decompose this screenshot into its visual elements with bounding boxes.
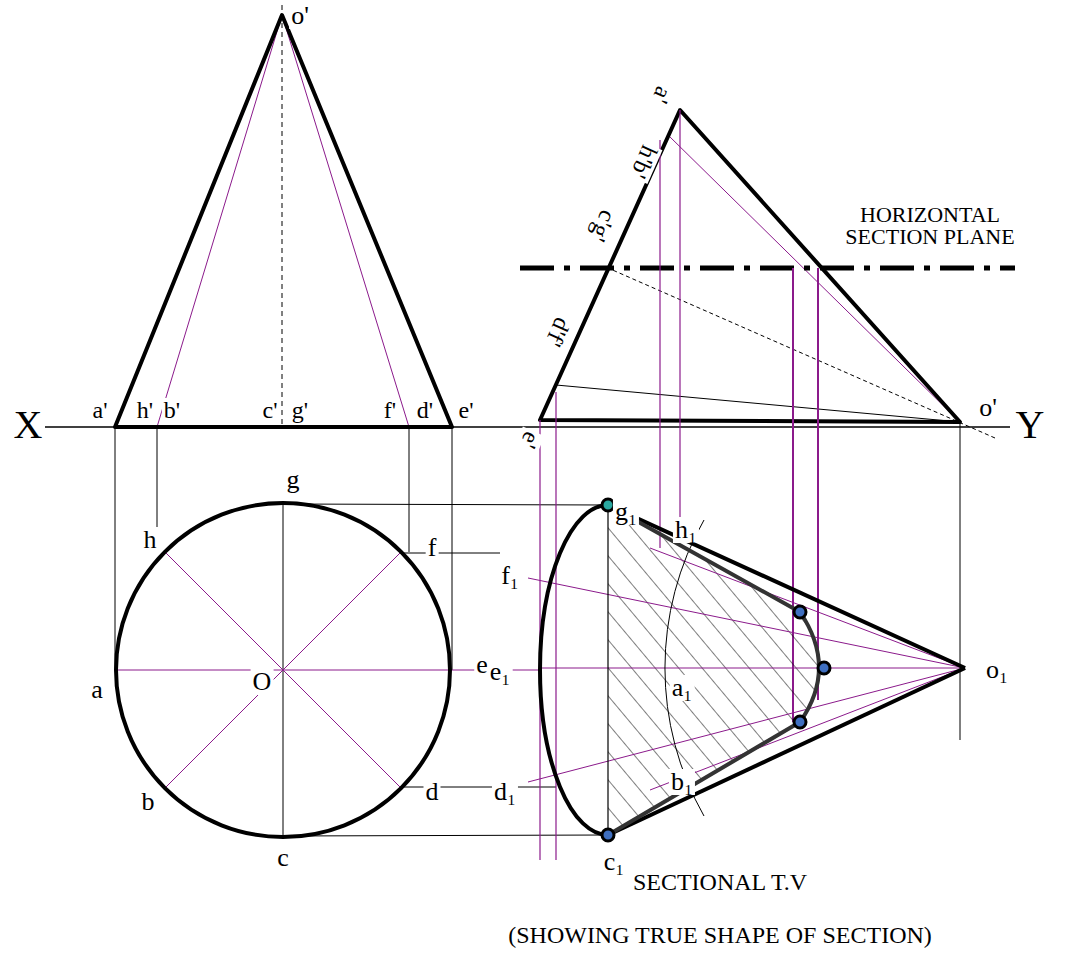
point-label: e' <box>457 398 476 422</box>
vertical-projectors <box>540 110 818 860</box>
point-label: d'f' <box>540 312 575 352</box>
point-label: c' <box>261 398 280 422</box>
point-label: g' <box>290 398 310 422</box>
generator-lines <box>157 15 409 427</box>
apex-projector <box>960 422 961 740</box>
point-label: o' <box>977 395 999 421</box>
axis-line <box>282 5 283 427</box>
circle-divisions <box>115 504 540 836</box>
point-label: f' <box>382 398 398 422</box>
point-label: Y <box>1014 405 1047 445</box>
base-circle <box>116 503 450 837</box>
point-label: g <box>285 467 302 493</box>
horizontal-projectors <box>283 504 608 836</box>
point-label: d₁ <box>492 779 518 805</box>
point-label: h <box>142 527 159 553</box>
section-outline <box>608 505 819 835</box>
point-label: o' <box>289 3 311 29</box>
point-label: d <box>424 779 441 805</box>
point-label: f <box>426 535 439 561</box>
point-label: f₁ <box>499 563 521 589</box>
point-label: e₁ <box>488 659 513 685</box>
caption-text: SECTIONAL T.V <box>631 870 809 894</box>
point-label: h₁ <box>673 517 699 543</box>
cut-line <box>607 505 608 835</box>
point-label: a' <box>91 398 110 422</box>
point-label: a' <box>647 81 677 108</box>
point-label: h'b' <box>626 140 663 183</box>
tilted-cone-top-view <box>608 505 965 835</box>
point-label: o₁ <box>984 657 1010 683</box>
point-label: c₁ <box>602 849 627 875</box>
point-label: h' <box>135 398 155 422</box>
point-label: g₁ <box>613 499 639 525</box>
cone-front-view <box>115 15 452 427</box>
point-label: d' <box>415 398 435 422</box>
point-label: b' <box>162 398 182 422</box>
point-label: X <box>12 405 45 445</box>
base-ellipse <box>540 505 608 835</box>
point-label: a <box>89 677 105 703</box>
point-label: O <box>251 669 274 695</box>
point-label: b₁ <box>669 769 695 795</box>
tilted-generators <box>556 135 995 438</box>
point-label: c <box>275 845 291 871</box>
rotation-arc <box>665 520 704 816</box>
plane-label: HORIZONTAL SECTION PLANE <box>828 204 1032 248</box>
section-plane <box>520 266 1015 271</box>
point-label: a₁ <box>670 675 695 701</box>
point-label: b <box>140 789 157 815</box>
section-points <box>602 499 830 841</box>
point-label: c'g' <box>585 205 621 247</box>
caption-text: (SHOWING TRUE SHAPE OF SECTION) <box>506 923 934 947</box>
